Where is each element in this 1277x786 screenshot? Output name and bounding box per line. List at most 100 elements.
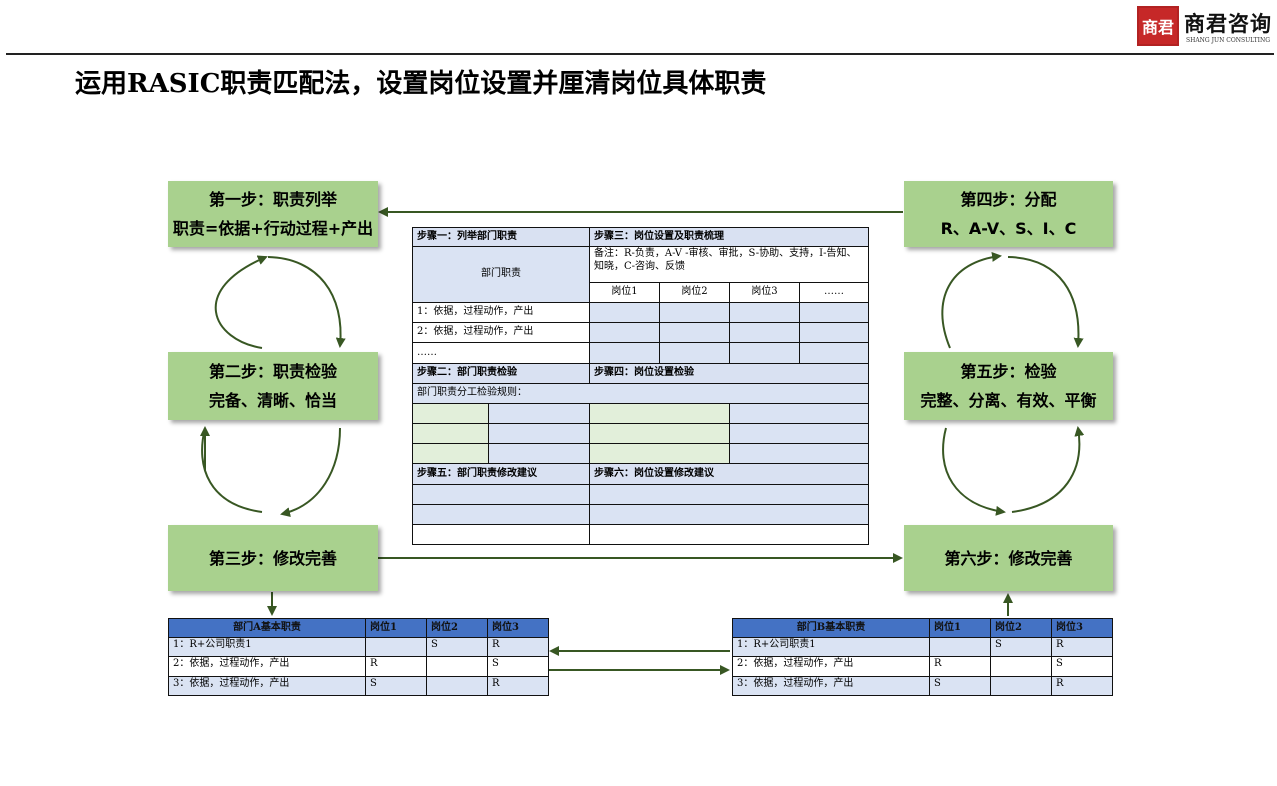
check-rule-label: 部门职责分工检验规则： <box>412 383 869 404</box>
logo-text: 商君咨询 <box>1184 11 1272 36</box>
table-a-cell <box>426 676 488 696</box>
check-cell <box>589 443 730 464</box>
check-cell <box>412 423 489 444</box>
cycle-step5-step4-left <box>941 251 1002 349</box>
center-h6: 步骤六：岗位设置修改建议 <box>589 463 869 485</box>
logo-icon: 商君 <box>1137 6 1179 46</box>
raci-note: 备注：R-负责，A-V -审核、审批，S-协助、支持，I-告知、知晓，C-咨询、… <box>589 246 869 283</box>
check-cell <box>412 443 489 464</box>
post-header: 岗位1 <box>589 282 660 303</box>
step1-box: 第一步：职责列举 职责=依据+行动过程+产出 <box>168 181 378 247</box>
cycle-step6-step5-right <box>1011 426 1085 513</box>
logo-subtext: SHANG JUN CONSULTING <box>1186 37 1271 44</box>
table-a-cell <box>426 656 488 677</box>
duty-cell <box>729 322 800 343</box>
table-a-cell: S <box>487 656 549 677</box>
cycle-step5-step6-left <box>942 427 1006 516</box>
duty-cell <box>729 342 800 364</box>
table-a-cell: R <box>487 676 549 696</box>
post-header: 岗位2 <box>659 282 730 303</box>
table-b-cell <box>990 656 1052 677</box>
step2-desc: 完备、清晰、恰当 <box>208 391 337 410</box>
step6-title: 第六步：修改完善 <box>944 548 1073 568</box>
table-b-cell: S <box>929 676 991 696</box>
suggest-cell <box>589 524 869 545</box>
center-h3: 步骤三：岗位设置及职责梳理 <box>589 227 869 247</box>
step5-box: 第五步：检验 完整、分离、有效、平衡 <box>904 352 1113 420</box>
duty-cell <box>799 342 869 364</box>
table-a-header: 部门A基本职责 <box>168 618 366 638</box>
table-a-cell: S <box>426 637 488 657</box>
duty-cell <box>589 322 660 343</box>
duty-cell <box>659 342 730 364</box>
table-a-cell <box>365 637 427 657</box>
check-cell <box>488 443 590 464</box>
table-a-header: 岗位1 <box>365 618 427 638</box>
suggest-cell <box>412 504 590 525</box>
check-cell <box>589 423 730 444</box>
step4-title: 第四步：分配 <box>960 190 1057 209</box>
step4-desc: R、A-V、S、I、C <box>940 219 1077 238</box>
center-h5: 步骤五：部门职责修改建议 <box>412 463 590 485</box>
step1-desc: 职责=依据+行动过程+产出 <box>172 219 374 238</box>
cycle-step2-step3-right <box>280 427 341 518</box>
duty-cell <box>589 342 660 364</box>
step2-title: 第二步：职责检验 <box>208 362 337 381</box>
table-a-header: 岗位3 <box>487 618 549 638</box>
table-a-cell: R <box>487 637 549 657</box>
center-h2: 步骤二：部门职责检验 <box>412 363 590 384</box>
dept-duty-label: 部门职责 <box>412 246 590 303</box>
duty-row-label: 1：依据，过程动作，产出 <box>412 302 590 323</box>
table-a-cell: 3：依据，过程动作，产出 <box>168 676 366 696</box>
center-h4: 步骤四：岗位设置检验 <box>589 363 869 384</box>
duty-cell <box>589 302 660 323</box>
check-cell <box>488 423 590 444</box>
step3-box: 第三步：修改完善 <box>168 525 378 591</box>
suggest-cell <box>589 504 869 525</box>
page-title: 运用RASIC职责匹配法，设置岗位设置并厘清岗位具体职责 <box>75 69 767 99</box>
table-b-cell <box>990 676 1052 696</box>
check-cell <box>412 403 489 424</box>
check-cell <box>729 443 869 464</box>
check-cell <box>729 403 869 424</box>
table-b-header: 岗位3 <box>1051 618 1113 638</box>
table-b-cell: R <box>1051 676 1113 696</box>
cycle-step4-step5-right <box>1007 256 1084 348</box>
table-b-cell: R <box>1051 637 1113 657</box>
table-b-header: 部门B基本职责 <box>732 618 930 638</box>
step2-box: 第二步：职责检验 完备、清晰、恰当 <box>168 352 378 420</box>
step6-box: 第六步：修改完善 <box>904 525 1113 591</box>
duty-cell <box>659 302 730 323</box>
step5-title: 第五步：检验 <box>960 362 1057 381</box>
table-b-cell: 2：依据，过程动作，产出 <box>732 656 930 677</box>
step3-title: 第三步：修改完善 <box>208 548 337 568</box>
duty-row-label: 2：依据，过程动作，产出 <box>412 322 590 343</box>
table-b-cell: 3：依据，过程动作，产出 <box>732 676 930 696</box>
table-b-cell: S <box>990 637 1052 657</box>
check-cell <box>488 403 590 424</box>
table-a-cell: 1：R+公司职责1 <box>168 637 366 657</box>
duty-cell <box>659 322 730 343</box>
step5-desc: 完整、分离、有效、平衡 <box>920 391 1097 410</box>
check-cell <box>589 403 730 424</box>
table-b-header: 岗位1 <box>929 618 991 638</box>
suggest-cell <box>589 484 869 505</box>
cycle-step2-step3-left <box>201 427 263 513</box>
post-header: …… <box>799 282 869 303</box>
table-a-header: 岗位2 <box>426 618 488 638</box>
table-b-header: 岗位2 <box>990 618 1052 638</box>
check-cell <box>729 423 869 444</box>
post-header: 岗位3 <box>729 282 800 303</box>
table-b-cell: S <box>1051 656 1113 677</box>
suggest-cell <box>412 484 590 505</box>
duty-row-label: …… <box>412 342 590 364</box>
table-b-cell <box>929 637 991 657</box>
table-a-cell: S <box>365 676 427 696</box>
suggest-cell <box>412 524 590 545</box>
table-a-cell: 2：依据，过程动作，产出 <box>168 656 366 677</box>
cycle-step1-step2-right <box>267 256 346 348</box>
table-b-cell: 1：R+公司职责1 <box>732 637 930 657</box>
duty-cell <box>799 322 869 343</box>
step4-box: 第四步：分配 R、A-V、S、I、C <box>904 181 1113 247</box>
